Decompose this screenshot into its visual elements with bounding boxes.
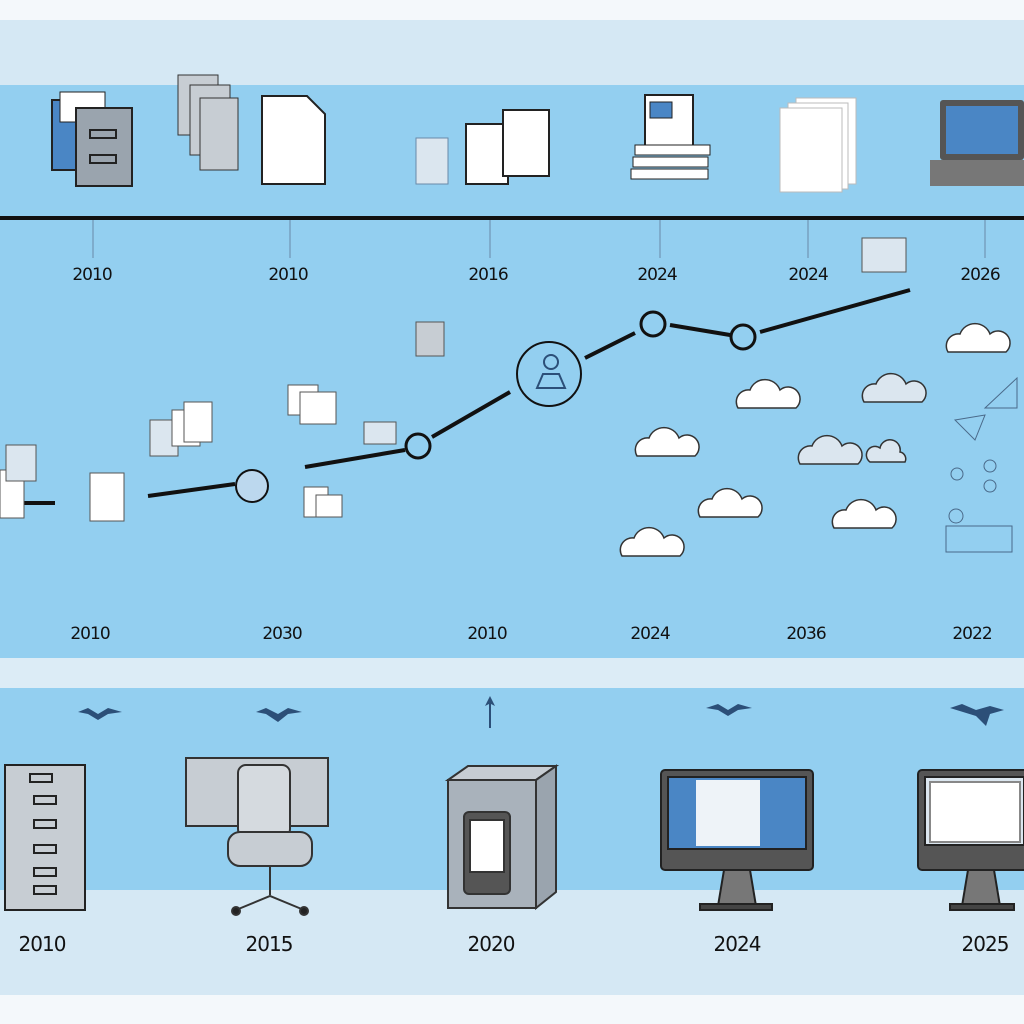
document-pages-icon: [779, 97, 857, 193]
progress-line: [0, 288, 911, 505]
top-year-label: 2010: [268, 265, 308, 285]
bottom-year-label: 2025: [961, 932, 1010, 956]
top-year-label: 2010: [72, 265, 112, 285]
middle-year-label: 2010: [70, 624, 110, 644]
laptop-icon: [930, 100, 1024, 186]
user-icon: [535, 354, 567, 389]
server-tablet-icon: [444, 764, 560, 911]
bottom-year-label: 2024: [713, 932, 762, 956]
bird-icons: [78, 696, 1004, 728]
middle-document-icons: [0, 237, 907, 522]
cloud-icon: [619, 322, 1011, 557]
middle-year-label: 2024: [630, 624, 670, 644]
separator-pale-band: [0, 658, 1024, 688]
top-pale-band: [0, 20, 1024, 85]
desktop-monitor-icon-2: [917, 769, 1024, 911]
bottom-year-label: 2020: [467, 932, 516, 956]
file-folder-icon: [51, 91, 133, 187]
top-year-label: 2026: [960, 265, 1000, 285]
middle-year-label: 2022: [952, 624, 992, 644]
middle-year-label: 2036: [786, 624, 826, 644]
office-chair-icon: [185, 757, 329, 916]
top-year-label: 2024: [788, 265, 828, 285]
share-icon: [945, 376, 1018, 553]
bottom-year-label: 2010: [18, 932, 67, 956]
middle-year-label: 2030: [262, 624, 302, 644]
bottom-year-label: 2015: [245, 932, 294, 956]
documents-icon: [415, 109, 550, 185]
printer-stack-icon: [630, 94, 711, 180]
top-year-label: 2024: [637, 265, 677, 285]
top-ticks: [92, 220, 986, 258]
filing-cabinet-icon: [4, 764, 86, 911]
desktop-monitor-icon: [660, 769, 814, 911]
middle-year-label: 2010: [467, 624, 507, 644]
top-year-label: 2016: [468, 265, 508, 285]
document-icon: [261, 95, 326, 185]
paper-stack-icon: [177, 74, 239, 171]
